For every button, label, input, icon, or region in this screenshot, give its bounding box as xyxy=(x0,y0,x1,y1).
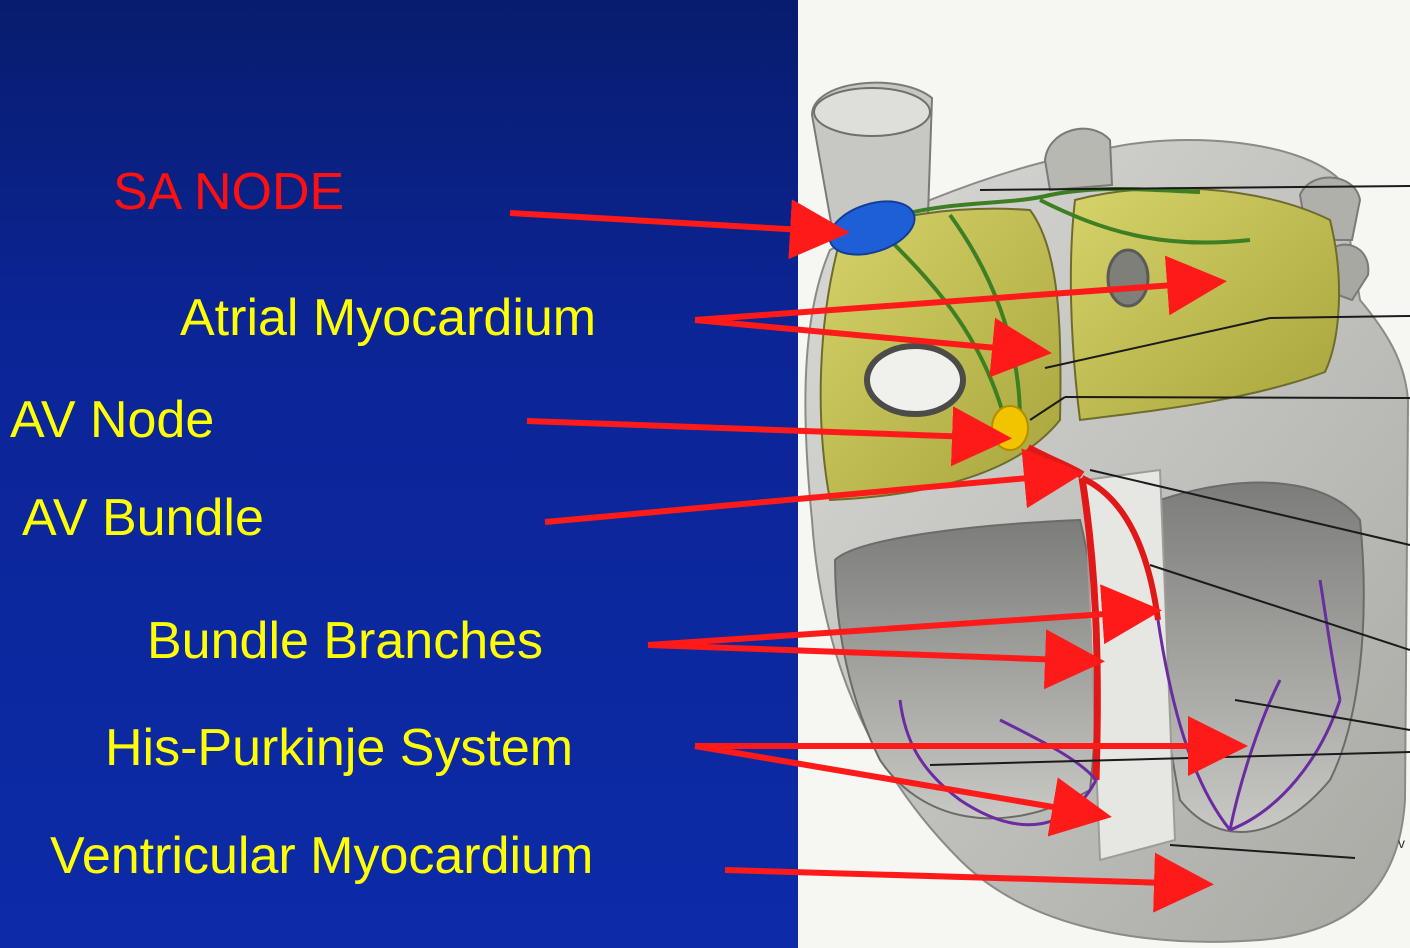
great-vessel-stub xyxy=(1045,129,1112,190)
label-atrial-myocardium: Atrial Myocardium xyxy=(180,292,596,344)
label-sa-node: SA NODE xyxy=(113,166,344,218)
inferior-vena-cava-opening xyxy=(867,346,963,414)
label-bundle-branches: Bundle Branches xyxy=(147,615,543,667)
av-node xyxy=(992,406,1028,450)
vena-cava-opening xyxy=(814,88,930,136)
figure-edge-mark: v xyxy=(1398,835,1405,851)
label-av-bundle: AV Bundle xyxy=(22,492,264,544)
arrow-sa-node xyxy=(510,213,838,232)
coronary-sinus-opening xyxy=(1108,250,1148,306)
label-ventricular-myocardium: Ventricular Myocardium xyxy=(50,830,593,882)
label-av-node: AV Node xyxy=(10,394,214,446)
label-his-purkinje-system: His-Purkinje System xyxy=(105,722,573,774)
